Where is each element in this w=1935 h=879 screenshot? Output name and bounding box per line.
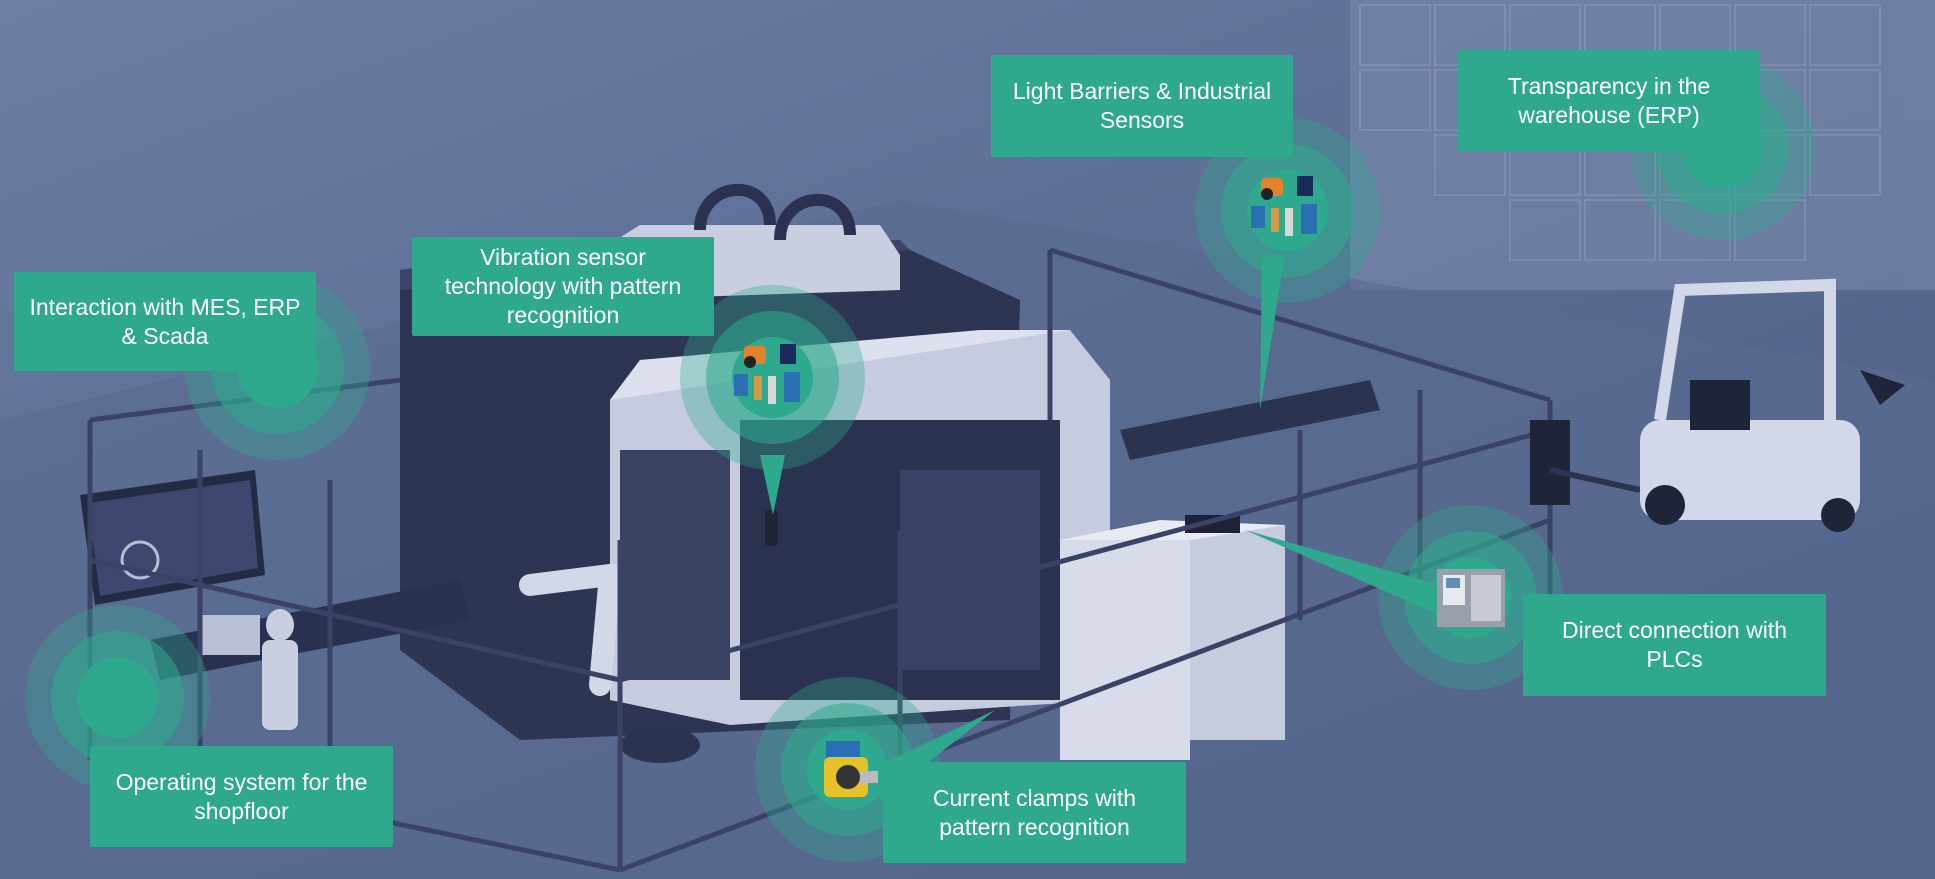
- current-clamp-icon: [824, 741, 878, 797]
- label-mes: Interaction with MES, ERP & Scada: [14, 272, 316, 371]
- label-plc-text: Direct connection with PLCs: [1562, 617, 1787, 672]
- control-cabinets: [1060, 515, 1285, 760]
- label-vibration-text: Vibration sensor technology with pattern…: [444, 244, 682, 328]
- industrial-sensors-icon: [734, 344, 800, 404]
- label-light-barriers-text: Light Barriers & Industrial Sensors: [1012, 78, 1272, 133]
- label-clamps-text: Current clamps with pattern recognition: [932, 784, 1137, 840]
- label-vibration: Vibration sensor technology with pattern…: [412, 237, 714, 336]
- industrial-sensors-icon: [1251, 176, 1317, 236]
- label-os: Operating system for the shopfloor: [90, 746, 393, 847]
- label-os-text: Operating system for the shopfloor: [115, 768, 368, 824]
- plc-module-icon: [1437, 569, 1505, 627]
- forklift: [1530, 278, 1905, 532]
- warehouse-crates: [1350, 0, 1935, 290]
- label-clamps: Current clamps with pattern recognition: [883, 762, 1186, 863]
- label-mes-text: Interaction with MES, ERP & Scada: [29, 293, 301, 349]
- label-warehouse: Transparency in the warehouse (ERP): [1458, 50, 1760, 152]
- label-warehouse-text: Transparency in the warehouse (ERP): [1507, 73, 1711, 128]
- label-light-barriers: Light Barriers & Industrial Sensors: [991, 55, 1293, 157]
- label-plc: Direct connection with PLCs: [1523, 594, 1826, 696]
